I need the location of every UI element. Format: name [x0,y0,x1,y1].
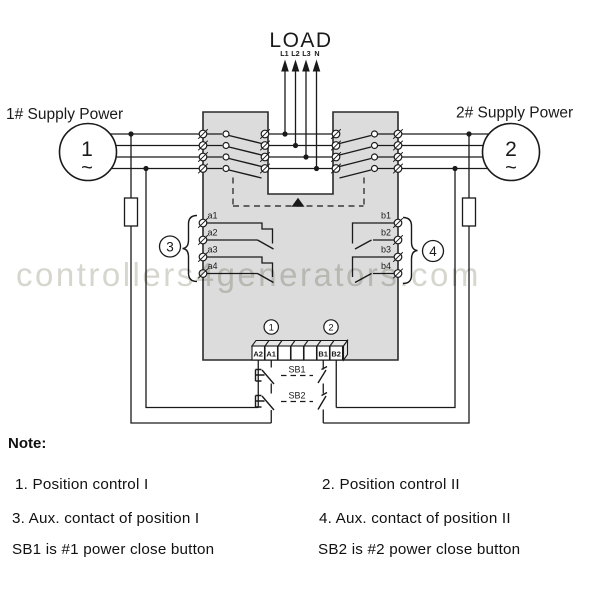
aux-right-terminal-labels: b1 b2 b3 b4 [381,211,391,272]
phase-l3-label: L3 [302,49,310,58]
label-b1: b1 [381,211,391,221]
linkage-handle-arrow [291,197,305,207]
sb2-label: SB2 [288,391,305,401]
supply-2-label: 2# Supply Power [456,105,573,122]
marker-2-digit: 2 [328,322,333,333]
note-item-4: 4. Aux. contact of position II [319,510,511,527]
fuse-2 [461,197,477,227]
terminal-a2: A2 [253,349,263,358]
supply-1-wave: ~ [81,157,93,179]
supply2-drop-wires [323,134,470,424]
load-title: LOAD [269,29,332,52]
note-item-2: 2. Position control II [322,476,460,493]
marker-4-digit: 4 [429,244,437,259]
fuse-1 [123,197,139,227]
supply-1-digit: 1 [81,138,93,161]
note-item-3: 3. Aux. contact of position I [12,510,200,527]
switch-blades [228,134,372,179]
brace-right [402,216,418,285]
load-phase-labels: L1 L2 L3 N [280,49,319,58]
marker-position-2: 2 [323,319,339,335]
phase-l2-label: L2 [291,49,299,58]
label-a2: a2 [208,228,218,238]
label-a3: a3 [208,245,218,255]
supply-1-label: 1# Supply Power [6,106,123,123]
label-b2: b2 [381,228,391,238]
load-arrowheads [281,59,321,72]
phase-lines [95,133,525,170]
supply-1-symbol: 1 ~ [58,122,118,182]
terminal-b2: B2 [331,349,341,358]
switch-body [202,111,399,361]
junction-dots [128,131,472,172]
label-b4: b4 [381,261,391,271]
aux-left-contacts [203,222,274,284]
sb1-contacts [254,365,328,385]
note-item-5: SB1 is #1 power close button [12,541,215,558]
sb1-label: SB1 [288,365,305,375]
terminal-strip-labels: A2 A1 B1 B2 [253,349,341,358]
aux-left-terminal-labels: a1 a2 a3 a4 [208,211,218,272]
marker-1-digit: 1 [269,322,274,333]
terminal-b1: B1 [318,349,328,358]
phase-n-label: N [314,49,319,58]
label-a1: a1 [208,211,218,221]
terminal-a1: A1 [266,349,276,358]
terminal-strip [250,338,349,362]
phase-l1-label: L1 [280,49,288,58]
coil-wires [257,360,337,423]
load-feeder-lines [284,71,318,169]
marker-3-digit: 3 [166,239,174,254]
note-item-6: SB2 is #2 power close button [318,541,521,558]
note-title: Note: [8,435,47,452]
marker-aux-3: 3 [158,235,182,258]
brace-left [182,214,198,283]
sb2-contacts [254,391,328,411]
label-b3: b3 [381,245,391,255]
supply-2-digit: 2 [505,138,517,161]
note-item-1: 1. Position control I [15,476,149,493]
supply1-drop-wires [130,134,272,424]
supply-2-symbol: 2 ~ [481,122,541,182]
marker-aux-4: 4 [421,239,445,263]
label-a4: a4 [208,261,218,271]
supply-2-wave: ~ [505,157,517,179]
marker-position-1: 1 [263,319,280,335]
